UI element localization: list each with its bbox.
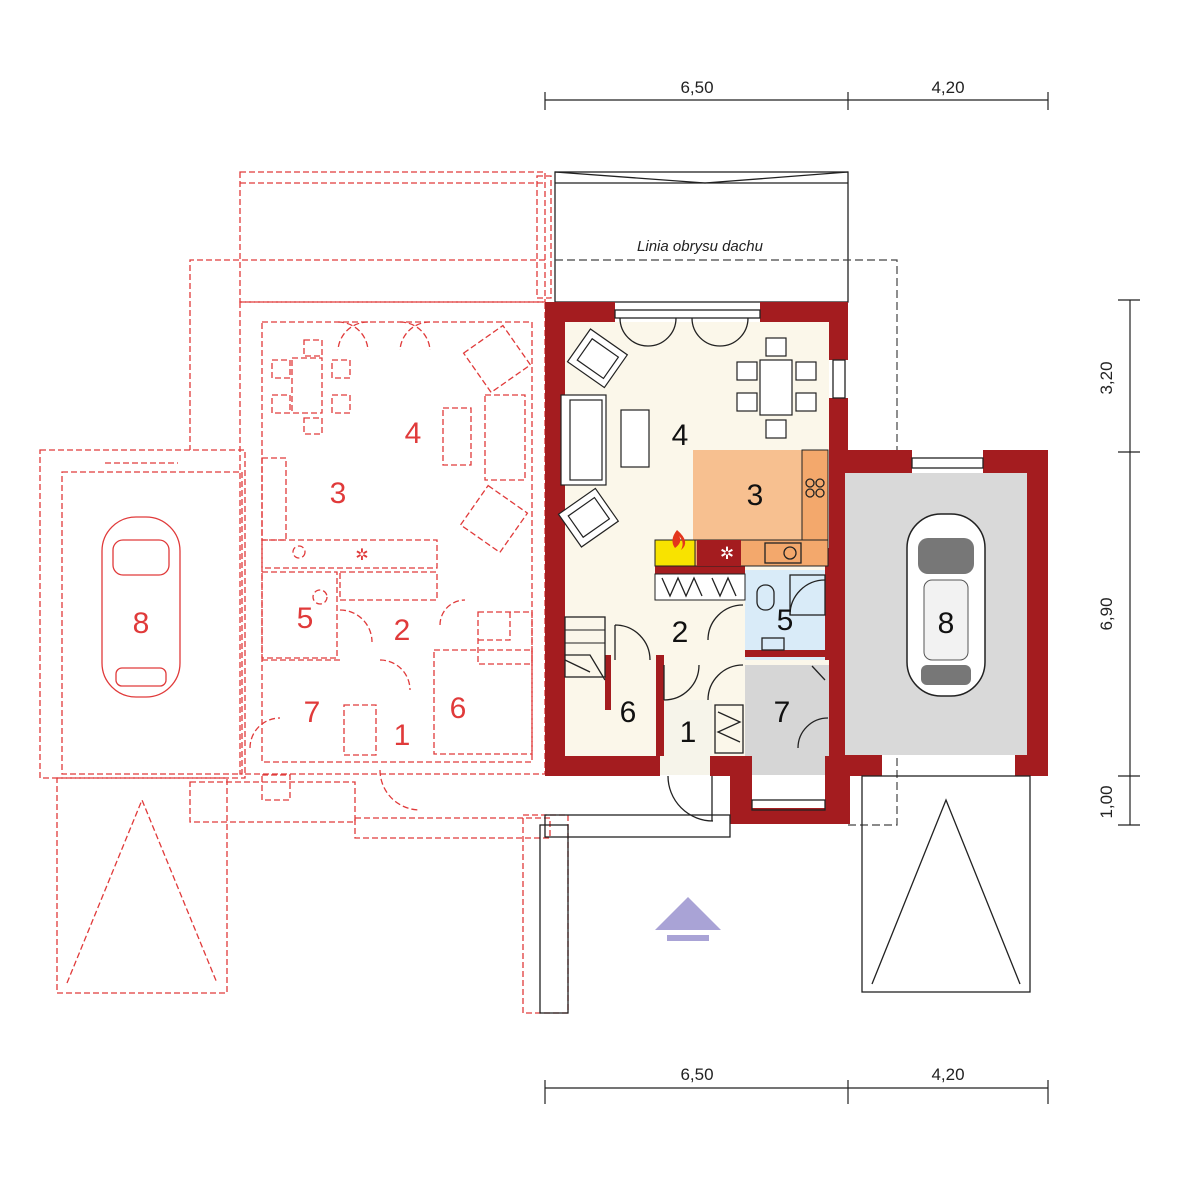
room-1-label: 1: [680, 716, 697, 749]
dim-top-1: 6,50: [680, 78, 713, 97]
main-plan: Linia obrysu dachu: [539, 171, 1048, 1014]
room-1-floor: [660, 700, 712, 775]
car-icon: [101, 516, 181, 698]
mirror-room-3: 3: [330, 477, 347, 510]
mirror-room-8: 8: [133, 607, 150, 640]
room-6-label: 6: [620, 696, 637, 729]
svg-text:✲: ✲: [355, 547, 368, 564]
mirror-room-5: 5: [297, 602, 314, 635]
dim-bottom-2: 4,20: [931, 1065, 964, 1084]
room-5-label: 5: [777, 604, 794, 637]
mirror-room-4: 4: [405, 417, 422, 450]
bottom-dimension: 6,50 4,20: [544, 1065, 1049, 1104]
roof-outline-label: Linia obrysu dachu: [637, 238, 764, 255]
right-dimension: 3,20 6,90 1,00: [1097, 299, 1140, 826]
room-8-label: 8: [938, 607, 955, 640]
mirror-room-1: 1: [394, 719, 411, 752]
top-dimension: 6,50 4,20: [544, 78, 1049, 110]
room-3-label: 3: [747, 479, 764, 512]
walls: [545, 302, 1048, 824]
dim-right-3: 1,00: [1097, 785, 1116, 818]
room-7-label: 7: [774, 696, 791, 729]
dim-right-1: 3,20: [1097, 361, 1116, 394]
car-icon: [906, 513, 986, 697]
room-2-label: 2: [672, 616, 689, 649]
svg-text:✲: ✲: [720, 544, 734, 563]
dim-bottom-1: 6,50: [680, 1065, 713, 1084]
mirror-room-7: 7: [304, 696, 321, 729]
mirror-room-6: 6: [450, 692, 467, 725]
dim-top-2: 4,20: [931, 78, 964, 97]
room-4-label: 4: [672, 419, 689, 452]
entrance-arrow-icon: [655, 897, 721, 941]
mirror-plan: ✲ 1 2 3 4 5 6 7 8: [39, 171, 569, 1014]
dim-right-2: 6,90: [1097, 597, 1116, 630]
mirror-room-2: 2: [394, 614, 411, 647]
